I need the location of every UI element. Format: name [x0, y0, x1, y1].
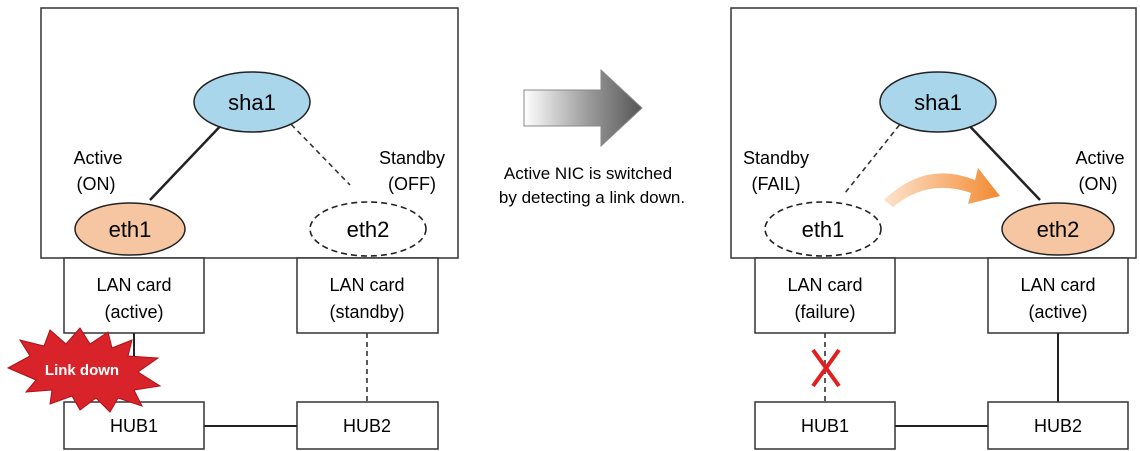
lan-card-1-line2: (failure)	[794, 302, 855, 322]
hub2-label: HUB2	[1034, 416, 1082, 436]
sha-node	[879, 71, 997, 133]
transition-arrow	[523, 68, 643, 148]
lan-card-2-line2: (active)	[1028, 302, 1087, 322]
eth1-label: eth1	[109, 217, 152, 242]
failure-cross-icon	[811, 348, 841, 388]
lan-card-2	[987, 257, 1129, 334]
eth1-state-line2: (FAIL)	[751, 174, 800, 194]
eth1-state-line1: Active	[73, 148, 122, 168]
eth2-label: eth2	[1037, 217, 1080, 242]
eth2-node	[309, 201, 427, 257]
transition-caption-line2: by detecting a link down.	[499, 188, 685, 207]
lan-card-1-line1: LAN card	[96, 275, 171, 295]
eth2-state-line1: Active	[1075, 148, 1124, 168]
hub2-box	[987, 401, 1129, 450]
eth1-state-line2: (ON)	[77, 174, 116, 194]
sha-eth1-link	[149, 117, 229, 201]
hub2-box	[296, 401, 439, 450]
link-down-burst	[6, 327, 162, 413]
link-down-label: Link down	[45, 362, 119, 379]
sha-node	[193, 71, 311, 133]
lan-card-2-line2: (standby)	[329, 302, 404, 322]
eth1-label: eth1	[802, 217, 845, 242]
eth2-node	[1001, 202, 1115, 256]
lan-card-2-line1: LAN card	[329, 275, 404, 295]
hub1-label: HUB1	[110, 416, 158, 436]
eth1-node	[74, 202, 186, 256]
lan-card-1-line1: LAN card	[787, 275, 862, 295]
eth2-state-line2: (OFF)	[388, 174, 436, 194]
sha-label: sha1	[228, 90, 276, 115]
sha-eth2-link	[961, 117, 1041, 201]
before-panel: sha1 eth1 eth2 Active (ON) Standby (OFF)…	[6, 7, 459, 450]
lan-card-2	[296, 257, 439, 334]
lan-card-1	[754, 257, 896, 334]
transition: Active NIC is switched by detecting a li…	[499, 68, 685, 207]
lan-card-2-line1: LAN card	[1020, 275, 1095, 295]
eth2-label: eth2	[347, 217, 390, 242]
switch-curve-arrow	[884, 168, 1000, 207]
eth1-state-line1: Standby	[743, 148, 809, 168]
transition-caption-line1: Active NIC is switched	[504, 164, 672, 183]
sha-eth1-link	[844, 117, 906, 194]
lan-card-1	[63, 257, 205, 334]
hub1-box	[754, 401, 896, 450]
hub1-label: HUB1	[801, 416, 849, 436]
eth1-node	[764, 201, 882, 257]
eth2-state-line2: (ON)	[1079, 174, 1118, 194]
after-panel: sha1 eth1 eth2 Standby (FAIL) Active (ON…	[730, 7, 1137, 450]
eth2-state-line1: Standby	[379, 148, 445, 168]
sha-eth2-link	[284, 117, 351, 186]
lan-card-1-line2: (active)	[104, 302, 163, 322]
hub2-label: HUB2	[343, 416, 391, 436]
sha-label: sha1	[914, 90, 962, 115]
